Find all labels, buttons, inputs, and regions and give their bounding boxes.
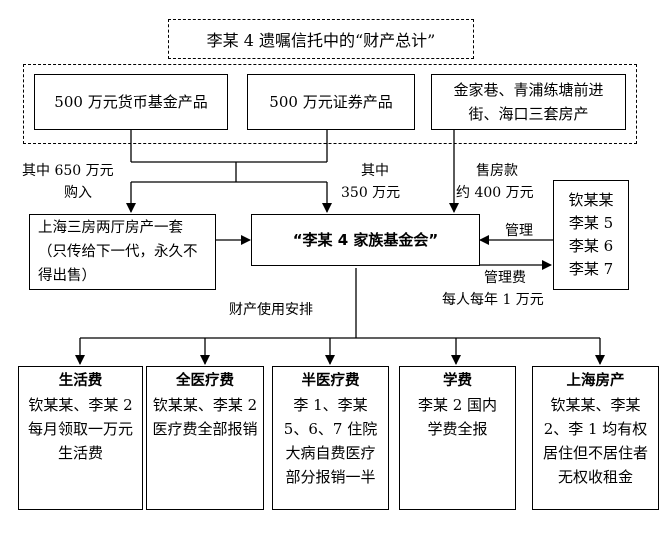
category-shanghai-house: 上海房产 钦某某、李某 2、李 1 均有权居住但不居住者无权收租金 [532, 366, 659, 510]
manager-name: 李某 6 [568, 237, 614, 255]
managers-box: 钦某某 李某 5 李某 6 李某 7 [553, 180, 629, 290]
category-title: 生活费 [58, 373, 103, 389]
manage-label: 管理 [505, 223, 533, 239]
asset-securities: 500 万元证券产品 [247, 74, 415, 130]
family-foundation-box: “李某 4 家族基金会” [251, 214, 480, 266]
category-text: 钦某某、李某 2 医疗费全部报销 [152, 396, 258, 438]
category-half-medical: 半医疗费 李 1、李某 5、6、7 住院大病自费医疗部分报销一半 [272, 366, 389, 510]
flow-label-400: 约 400 万元 [456, 185, 534, 201]
category-text: 李 1、李某 5、6、7 住院大病自费医疗部分报销一半 [283, 396, 378, 486]
category-full-medical: 全医疗费 钦某某、李某 2 医疗费全部报销 [146, 366, 264, 510]
manager-name: 钦某某 [568, 191, 614, 209]
fee-amount-label: 每人每年 1 万元 [442, 292, 544, 308]
assets-group-frame [23, 64, 637, 144]
shanghai-house-box: 上海三房两厅房产一套（只传给下一代，永久不得出售） [29, 214, 216, 290]
category-living-expenses: 生活费 钦某某、李某 2 每月领取一万元生活费 [18, 366, 143, 510]
diagram-title: 李某 4 遗嘱信托中的“财产总计” [168, 19, 474, 59]
flow-label-qizhong: 其中 [361, 163, 389, 179]
manager-name: 李某 7 [568, 260, 614, 278]
category-title: 上海房产 [566, 373, 625, 389]
manager-name: 李某 5 [568, 214, 614, 232]
category-title: 全医疗费 [176, 373, 234, 389]
asset-money-fund: 500 万元货币基金产品 [34, 74, 228, 130]
flow-label-buy: 购入 [64, 185, 92, 201]
category-title: 学费 [443, 373, 472, 389]
category-text: 钦某某、李某 2、李 1 均有权居住但不居住者无权收租金 [542, 396, 648, 486]
category-title: 半医疗费 [301, 373, 360, 389]
fee-label: 管理费 [484, 270, 526, 286]
asset-real-estate: 金家巷、青浦练塘前进街、海口三套房产 [431, 74, 626, 130]
flow-label-650: 其中 650 万元 [22, 163, 114, 179]
category-tuition: 学费 李某 2 国内学费全报 [399, 366, 516, 510]
flow-label-sale: 售房款 [476, 163, 518, 179]
usage-label: 财产使用安排 [229, 302, 313, 318]
flow-label-350: 350 万元 [341, 185, 401, 201]
category-text: 李某 2 国内学费全报 [417, 396, 498, 438]
category-text: 钦某某、李某 2 每月领取一万元生活费 [27, 396, 133, 462]
